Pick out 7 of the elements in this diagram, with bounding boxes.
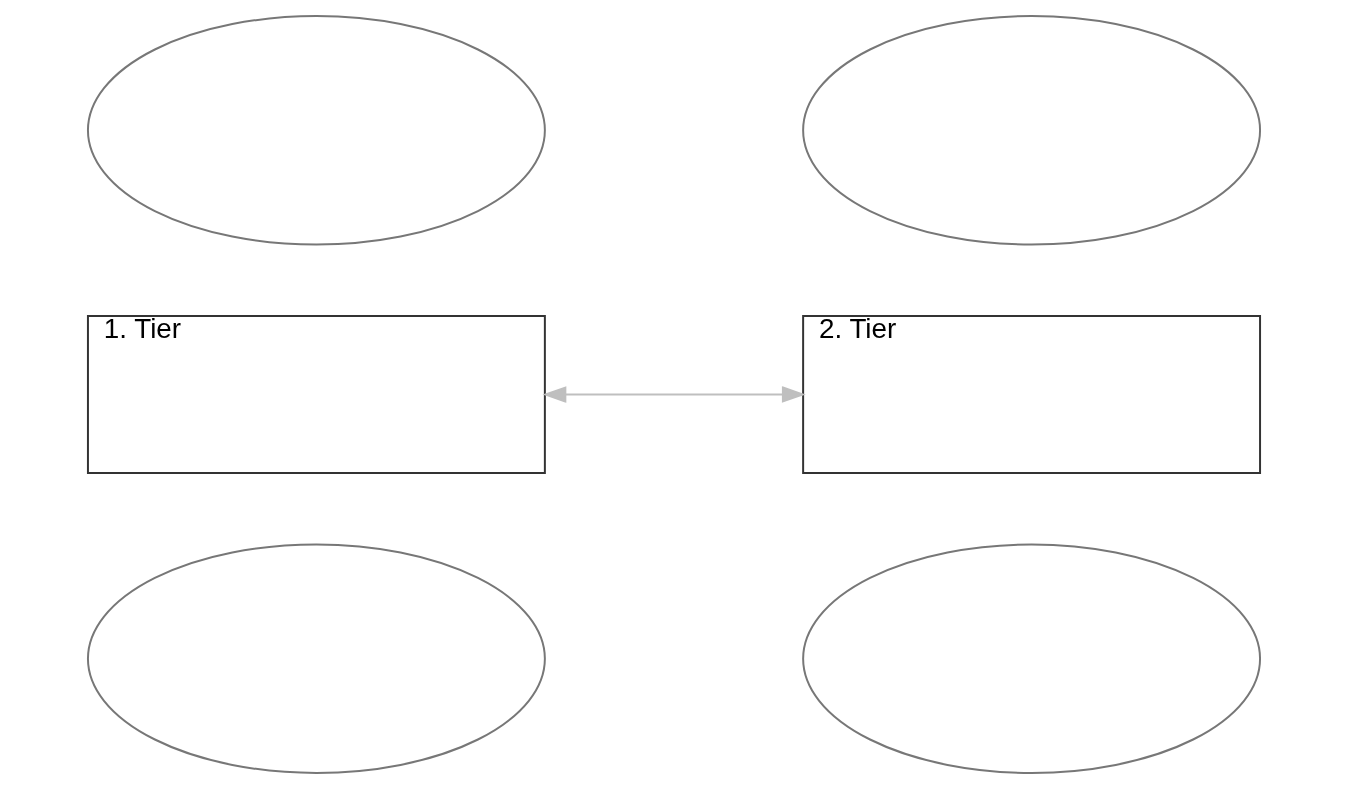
node-ellipse — [802, 543, 1262, 774]
node-ellipse — [802, 15, 1262, 246]
node-ellipse — [86, 15, 546, 246]
node-box: 1. Tier — [86, 315, 546, 474]
arrow — [542, 386, 806, 403]
node-ellipse — [86, 543, 546, 774]
node-box: 2. Tier — [802, 315, 1262, 474]
